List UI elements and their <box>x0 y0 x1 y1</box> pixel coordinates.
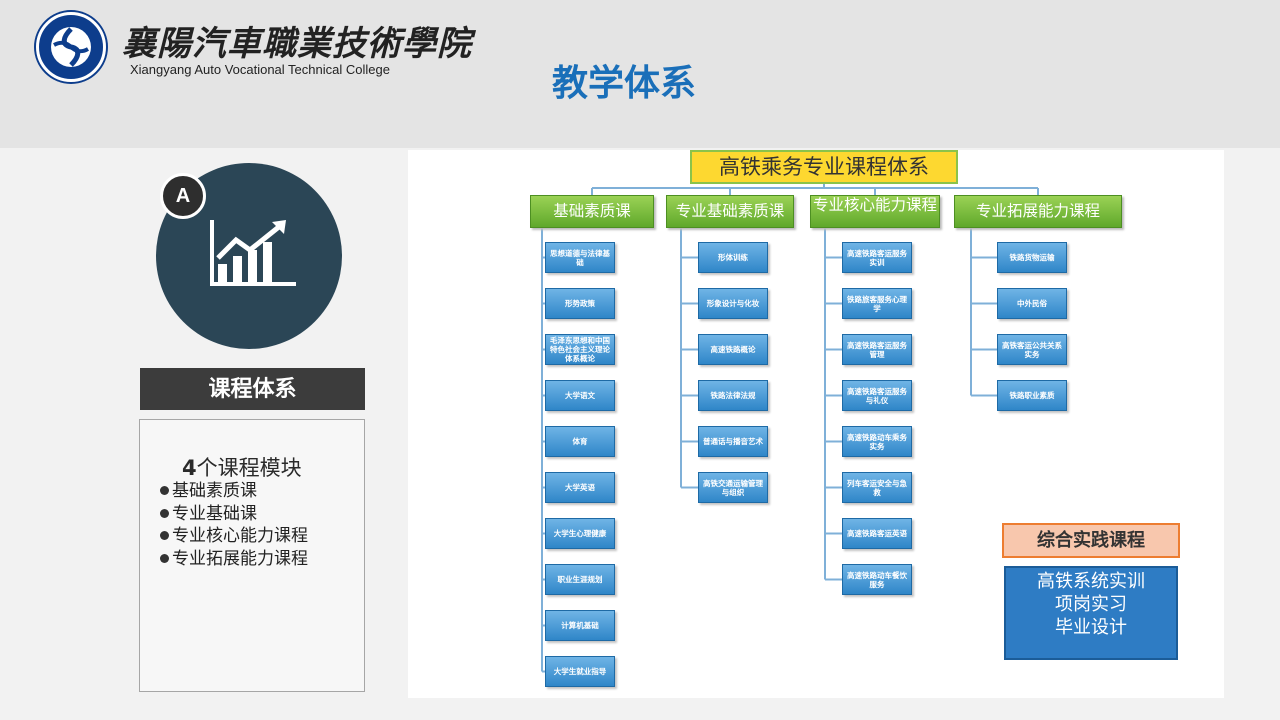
course-box: 高速铁路概论 <box>698 334 768 365</box>
category-box: 基础素质课 <box>530 195 654 228</box>
bullet-icon <box>160 553 169 563</box>
course-box: 高铁交通运输管理与组织 <box>698 472 768 503</box>
bullet-icon <box>160 531 169 540</box>
course-box: 职业生涯规划 <box>545 564 615 595</box>
header-band <box>0 0 1280 148</box>
category-label: 专业核心能力课程 <box>812 196 937 214</box>
section-label: 课程体系 <box>140 368 365 410</box>
college-name-cn: 襄陽汽車職業技術學院 <box>122 24 472 64</box>
module-list: 基础素质课 专业基础课 专业核心能力课程 专业拓展能力课程 <box>160 480 308 570</box>
course-box: 高速铁路客运服务实训 <box>842 242 912 273</box>
course-box: 形体训练 <box>698 242 768 273</box>
bullet-icon <box>160 486 169 495</box>
module-badge: A <box>160 173 206 219</box>
course-box: 大学生心理健康 <box>545 518 615 549</box>
practice-items-box: 高铁系统实训 项岗实习 毕业设计 <box>1004 566 1178 660</box>
module-item-label: 专业拓展能力课程 <box>172 548 308 569</box>
category-box: 专业基础素质课 <box>666 195 794 228</box>
category-box: 专业核心能力课程 <box>810 195 940 228</box>
module-item: 基础素质课 <box>160 480 308 503</box>
page-title: 教学体系 <box>552 63 697 104</box>
category-label: 基础素质课 <box>553 202 631 220</box>
category-label: 专业基础素质课 <box>675 202 785 220</box>
module-item-label: 专业核心能力课程 <box>172 526 308 546</box>
course-box: 铁路货物运输 <box>997 242 1067 273</box>
course-box: 铁路法律法规 <box>698 380 768 411</box>
module-item: 专业拓展能力课程 <box>160 548 308 571</box>
practice-item: 项岗实习 <box>1055 594 1127 615</box>
course-box: 高速铁路动车餐饮服务 <box>842 564 912 595</box>
module-item-label: 专业基础课 <box>172 503 257 524</box>
course-box: 中外民俗 <box>997 288 1067 319</box>
category-box: 专业拓展能力课程 <box>954 195 1122 228</box>
module-item: 专业基础课 <box>160 503 308 526</box>
course-box: 体育 <box>545 426 615 457</box>
module-count: 4 <box>182 456 197 480</box>
diagram-root: 高铁乘务专业课程体系 <box>690 150 958 184</box>
course-box: 列车客运安全与急救 <box>842 472 912 503</box>
course-box: 高速铁路客运服务与礼仪 <box>842 380 912 411</box>
course-box: 高速铁路动车乘务实务 <box>842 426 912 457</box>
course-box: 大学语文 <box>545 380 615 411</box>
course-box: 高速铁路客运服务管理 <box>842 334 912 365</box>
module-heading-text: 个课程模块 <box>196 456 302 480</box>
course-box: 毛泽东思想和中国特色社会主义理论体系概论 <box>545 334 615 365</box>
practice-title: 综合实践课程 <box>1002 523 1180 558</box>
module-item: 专业核心能力课程 <box>160 525 308 548</box>
practice-item: 毕业设计 <box>1055 617 1127 638</box>
course-box: 高铁客运公共关系实务 <box>997 334 1067 365</box>
module-item-label: 基础素质课 <box>172 481 257 501</box>
course-box: 普通话与播音艺术 <box>698 426 768 457</box>
college-logo[interactable]: 襄陽汽車職業技術學院 Xiangyang Auto Vocational Tec… <box>36 12 471 82</box>
module-heading: 4个课程模块 <box>182 452 302 482</box>
college-emblem-icon <box>36 12 106 82</box>
curriculum-diagram: 高铁乘务专业课程体系 基础素质课思想道德与法律基础形势政策毛泽东思想和中国特色社… <box>408 150 1224 698</box>
bullet-icon <box>160 508 169 518</box>
category-label: 专业拓展能力课程 <box>975 202 1100 220</box>
course-box: 大学生就业指导 <box>545 656 615 687</box>
course-box: 铁路旅客服务心理学 <box>842 288 912 319</box>
college-name-en: Xiangyang Auto Vocational Technical Coll… <box>130 62 390 77</box>
course-box: 形象设计与化妆 <box>698 288 768 319</box>
practice-item: 高铁系统实训 <box>1037 571 1145 592</box>
growth-chart-icon <box>210 220 296 286</box>
course-box: 大学英语 <box>545 472 615 503</box>
course-box: 铁路职业素质 <box>997 380 1067 411</box>
course-box: 高速铁路客运英语 <box>842 518 912 549</box>
course-box: 思想道德与法律基础 <box>545 242 615 273</box>
course-box: 形势政策 <box>545 288 615 319</box>
diagram-connectors <box>541 184 1039 673</box>
module-summary-box: 4个课程模块 基础素质课 专业基础课 专业核心能力课程 专业拓展能力课程 <box>139 419 365 692</box>
course-box: 计算机基础 <box>545 610 615 641</box>
